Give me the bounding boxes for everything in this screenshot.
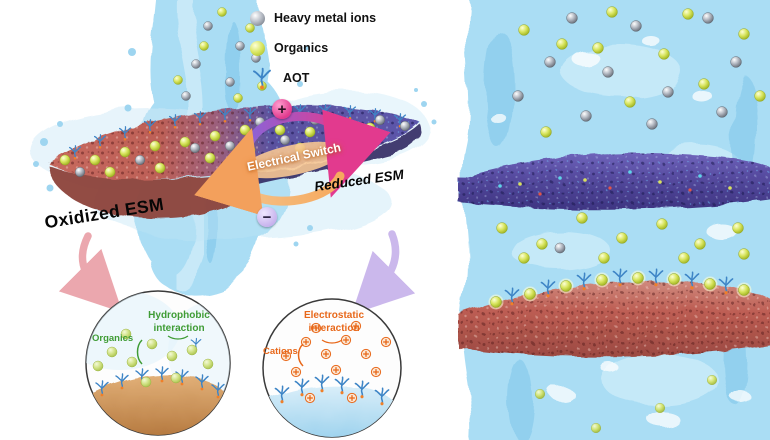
hydrophobic-interaction-label: Hydrophobic interaction	[148, 310, 210, 334]
heavy-metal-ion-icon	[250, 10, 265, 26]
electrostatic-inset-circle	[262, 298, 402, 438]
cations-bracket	[297, 343, 304, 367]
cations-annotation-label: Cations	[263, 346, 298, 357]
inset-arrow-right	[351, 230, 416, 315]
legend: Heavy metal ions Organics AOT	[250, 8, 376, 90]
organics-bracket	[136, 339, 143, 365]
organics-annotation-label: Organics	[92, 333, 134, 344]
switch-banner	[242, 141, 344, 179]
water-holes	[492, 35, 750, 428]
hydrophobic-inset-circle	[85, 290, 231, 436]
oxidized-membrane-right	[458, 268, 770, 357]
electrostatic-interaction-label: Electrostatic interaction	[303, 310, 365, 334]
legend-item-heavy-metal-ions: Heavy metal ions	[250, 8, 376, 28]
electrostatic-brace	[321, 339, 343, 344]
plus-electrode-badge: +	[272, 99, 292, 119]
water-column-right	[461, 0, 770, 440]
organics-icon	[250, 40, 265, 56]
legend-label: AOT	[283, 71, 310, 85]
legend-item-aot: AOT	[250, 67, 376, 90]
electrostatic-surface	[263, 385, 401, 437]
water-droplets	[33, 45, 437, 247]
inset-arrow-left	[58, 232, 123, 313]
hydrophobic-surface	[86, 374, 230, 435]
hydrophobic-brace	[167, 335, 189, 340]
reduced-membrane-right	[458, 153, 770, 210]
aot-icon	[253, 67, 271, 90]
switch-arrow-bottom	[194, 127, 345, 216]
legend-label: Heavy metal ions	[274, 11, 377, 25]
legend-label: Organics	[274, 41, 329, 55]
minus-electrode-badge: −	[257, 207, 277, 227]
legend-item-organics: Organics	[250, 38, 376, 58]
membrane-speckles	[498, 170, 732, 196]
electrical-switch-arrows	[194, 109, 391, 216]
